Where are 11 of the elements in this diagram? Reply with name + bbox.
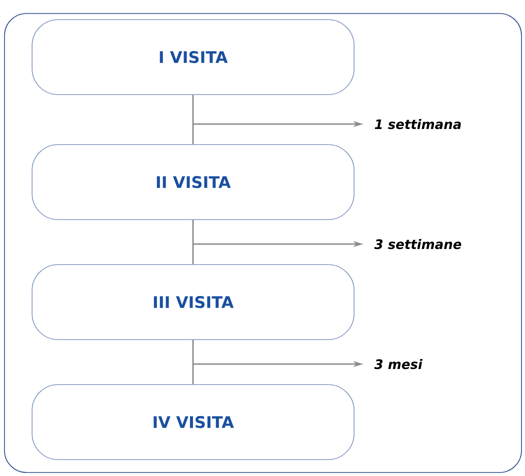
interval-label: 3 mesi: [374, 359, 423, 370]
visit-box: IV VISITA: [32, 384, 354, 460]
connector-line: [192, 220, 194, 264]
interval-label: 3 settimane: [374, 239, 462, 250]
visit-box: I VISITA: [32, 19, 354, 95]
interval-label: 1 settimana: [374, 119, 461, 130]
connector-line: [192, 95, 194, 144]
visit-box: III VISITA: [32, 264, 354, 340]
panel-frame: [4, 13, 522, 473]
visit-box: II VISITA: [32, 144, 354, 220]
connector-line: [192, 340, 194, 384]
